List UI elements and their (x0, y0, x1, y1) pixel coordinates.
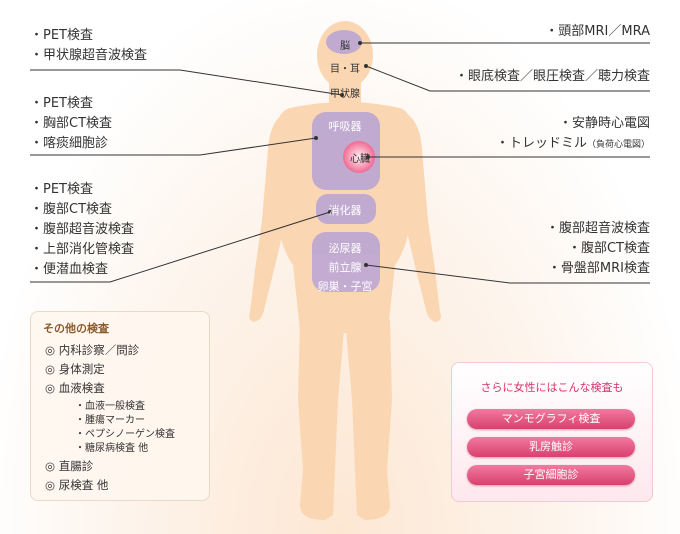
right-eye-ear-list: ・眼底検査／眼圧検査／聴力検査 (455, 67, 650, 87)
breast-palpation-button[interactable]: 乳房触診 (467, 437, 635, 457)
blood-sub-item: ・糖尿病検査 他 (75, 443, 149, 454)
right-leg-shape (298, 320, 344, 520)
other-exam-item: ◎ 内科診察／問診 (45, 343, 140, 357)
blood-sub-item: ・血液一般検査 (75, 401, 145, 412)
organ-digestive-label: 消化器 (328, 204, 362, 217)
right-arm-shape (249, 110, 292, 322)
other-exams-box: その他の検査 ◎ 内科診察／問診 ◎ 身体測定 ◎ 血液検査 ・血液一般検査 ・… (30, 311, 210, 501)
digestive-region (316, 194, 376, 224)
organ-heart-label: 心臓 (350, 154, 370, 165)
other-exams-title: その他の検査 (43, 322, 109, 335)
exam-item: ・PET検査 (30, 96, 93, 111)
organ-prostate-label: 前立腺 (328, 261, 362, 274)
heart-region (343, 141, 375, 173)
left-arm-shape (398, 110, 441, 322)
other-exam-item: ◎ 尿検査 他 (45, 478, 109, 492)
left-chest-list: ・PET検査 ・胸部CT検査 ・喀痰細胞診 (30, 94, 112, 154)
women-exams-box: さらに女性にはこんな検査も マンモグラフィ検査 乳房触診 子宮細胞診 (451, 362, 653, 502)
exam-item: ・腹部超音波検査 (30, 222, 135, 237)
exam-item: ・トレッドミル（負荷心電図） (495, 136, 650, 151)
exam-item: ・便潜血検査 (30, 262, 109, 277)
exam-item: ・PET検査 (30, 182, 93, 197)
organ-ovary-uterus-label: 卵巣・子宮 (317, 280, 373, 293)
organ-urinary-label: 泌尿器 (328, 242, 362, 255)
cervical-cytology-button[interactable]: 子宮細胞診 (467, 465, 635, 485)
exam-item: ・胸部CT検査 (30, 116, 113, 131)
line-lower (365, 264, 650, 284)
right-heart-list: ・安静時心電図 ・トレッドミル（負荷心電図） (496, 114, 650, 155)
line-eye-ear (365, 65, 650, 92)
exam-item: ・骨盤部MRI検査 (547, 261, 650, 276)
exam-item: ・上部消化管検査 (30, 242, 135, 257)
organ-lungs-label: 呼吸器 (328, 120, 362, 133)
left-abdomen-list: ・PET検査 ・腹部CT検査 ・腹部超音波検査 ・上部消化管検査 ・便潜血検査 (30, 180, 134, 280)
blood-sub-item: ・腫瘍マーカー (75, 415, 145, 426)
line-lungs (30, 137, 317, 156)
other-exam-item: ◎ 身体測定 (45, 362, 105, 376)
organ-eye-ear-label: 目・耳 (330, 64, 360, 75)
exam-item: ・喀痰細胞診 (30, 136, 109, 151)
line-digestive (30, 211, 331, 283)
organ-thyroid-label: 甲状腺 (330, 89, 360, 100)
left-head-list: ・PET検査 ・甲状腺超音波検査 (30, 26, 147, 66)
blood-sub-item: ・ペプシノーゲン検査 (75, 429, 175, 440)
exam-item: ・頭部MRI／MRA (545, 24, 650, 39)
brain-region (326, 30, 362, 54)
other-exam-item: ◎ 血液検査 (45, 381, 105, 395)
organ-brain-label: 脳 (340, 41, 350, 52)
line-thyroid (30, 69, 343, 96)
exam-item: ・眼底検査／眼圧検査／聴力検査 (454, 69, 650, 84)
right-brain-list: ・頭部MRI／MRA (545, 22, 650, 42)
exam-item: ・PET検査 (30, 28, 93, 43)
exam-item: ・安静時心電図 (558, 116, 650, 131)
other-exam-item: ◎ 直腸診 (45, 459, 94, 473)
right-lower-list: ・腹部超音波検査 ・腹部CT検査 ・骨盤部MRI検査 (546, 219, 650, 279)
exam-item: ・腹部CT検査 (567, 241, 650, 256)
exam-item: ・腹部CT検査 (30, 202, 113, 217)
exam-item: ・腹部超音波検査 (545, 221, 650, 236)
exam-item: ・甲状腺超音波検査 (30, 48, 148, 63)
mammography-button[interactable]: マンモグラフィ検査 (467, 409, 635, 429)
urinary-region (312, 232, 380, 292)
women-exams-title: さらに女性にはこんな検査も (480, 381, 624, 394)
left-leg-shape (346, 320, 392, 520)
